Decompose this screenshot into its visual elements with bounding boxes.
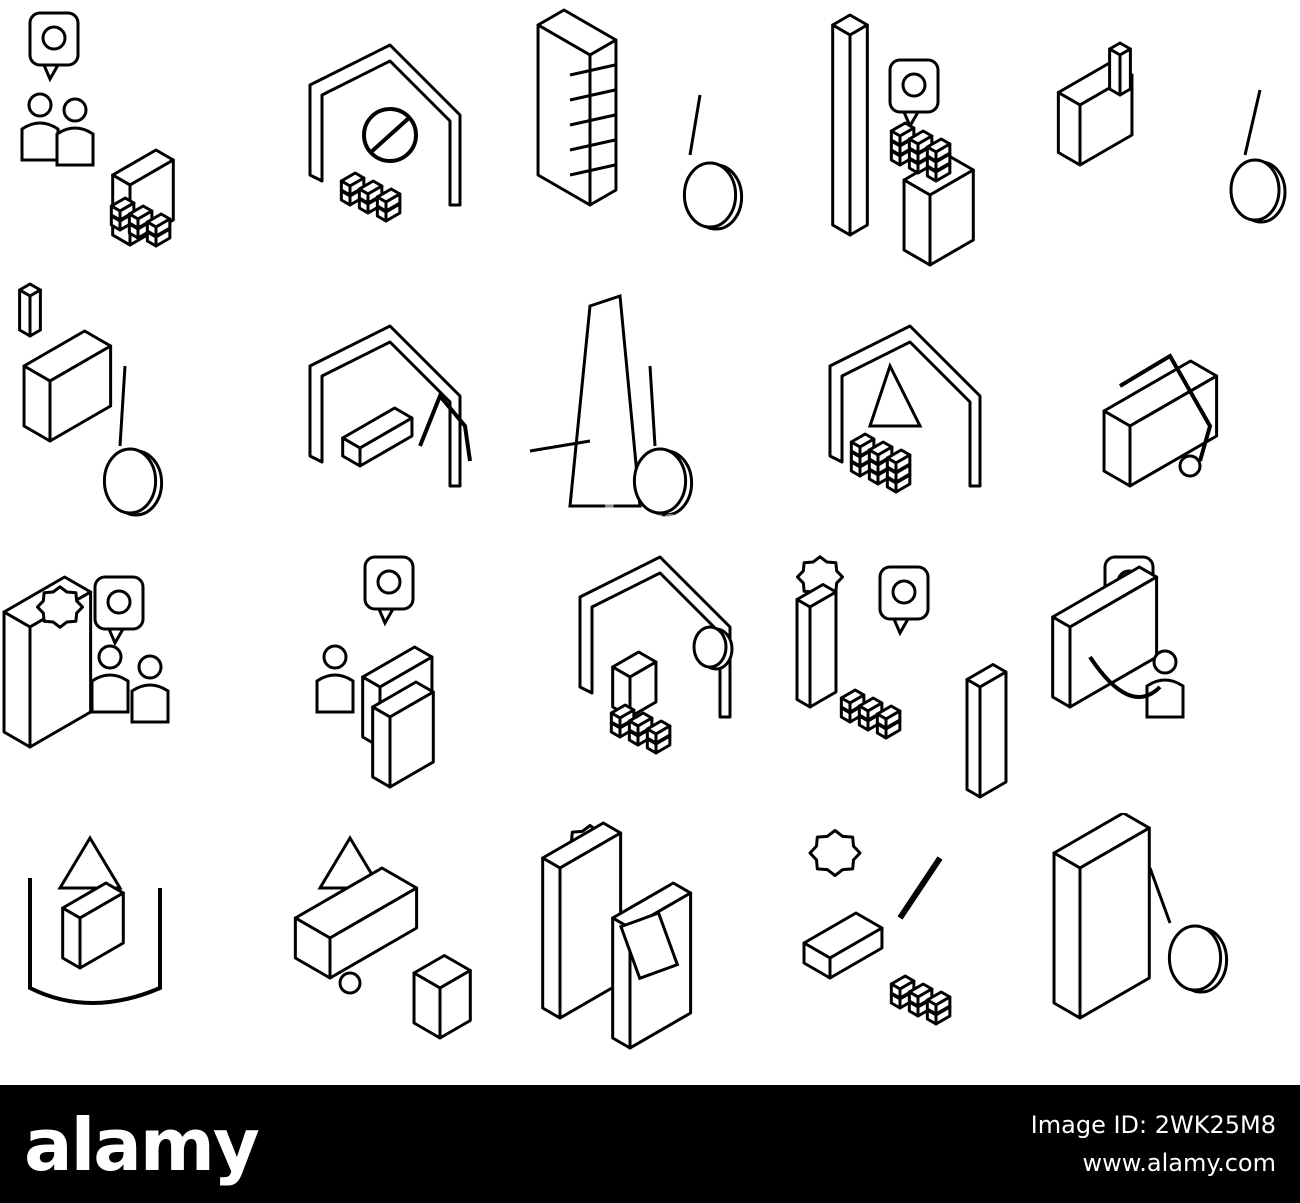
- gear-wall-wrecking-ball-icon-svg: [1052, 813, 1229, 1020]
- gear-brick-chisel-icon: [780, 813, 1040, 1084]
- footer-info: Image ID: 2WK25M8 www.alamy.com: [1031, 1111, 1276, 1177]
- image-id-label: Image ID: 2WK25M8: [1030, 1111, 1276, 1139]
- building-wrecking-ball-icon: [520, 0, 780, 271]
- site-url-link[interactable]: www.alamy.com: [1082, 1149, 1276, 1177]
- wall-worker-chat-icon: [780, 0, 1040, 271]
- house-excavator-icon: [260, 271, 520, 542]
- factory-wrecking-ball-icon-svg: [1056, 41, 1287, 224]
- house-interior-demolition-icon: [520, 542, 780, 813]
- house-prohibited-icon: [260, 0, 520, 271]
- workers-chat-demolition-icon-svg: [20, 11, 175, 248]
- house-excavator-icon-svg: [308, 324, 472, 488]
- factory-demolition-ball-icon-svg: [18, 282, 164, 517]
- gear-wall-tools-icon-svg: [541, 821, 693, 1050]
- gear-wall-tools-icon: [520, 813, 780, 1084]
- building-wrecking-ball-icon-svg: [536, 8, 744, 231]
- house-interior-demolition-icon-svg: [578, 555, 734, 755]
- factory-demolition-ball-icon: [0, 271, 260, 542]
- worker-wall-chat-icon-svg: [1051, 555, 1185, 719]
- factory-wrecking-ball-icon: [1040, 0, 1300, 271]
- warning-pit-icon-svg: [28, 835, 162, 1005]
- engineer-planning-icon: [0, 542, 260, 813]
- alamy-logo[interactable]: alamy: [24, 1103, 260, 1187]
- excavator-wall-icon-svg: [1102, 353, 1219, 488]
- medical-worker-icon: [260, 542, 520, 813]
- house-warning-bricks-icon: [780, 271, 1040, 542]
- wall-worker-chat-icon-svg: [831, 13, 975, 267]
- tanker-truck-warning-icon: [260, 813, 520, 1084]
- medical-worker-icon-svg: [315, 555, 435, 789]
- tanker-truck-warning-icon-svg: [293, 835, 472, 1040]
- chimney-wrecking-ball-icon: [520, 271, 780, 542]
- gear-wall-wrecking-ball-icon: [1040, 813, 1300, 1084]
- worker-wall-chat-icon: [1040, 542, 1300, 813]
- excavator-wall-icon: [1040, 271, 1300, 542]
- gear-wall-chat-icon-svg: [795, 555, 1008, 799]
- icon-grid: [0, 0, 1300, 1084]
- footer-bar: alamy Image ID: 2WK25M8 www.alamy.com: [0, 1085, 1300, 1203]
- engineer-planning-icon-svg: [2, 575, 170, 749]
- chimney-wrecking-ball-icon-svg: [529, 293, 694, 517]
- house-prohibited-icon-svg: [308, 43, 462, 223]
- house-warning-bricks-icon-svg: [828, 324, 982, 494]
- warning-pit-icon: [0, 813, 260, 1084]
- gear-brick-chisel-icon-svg: [802, 829, 952, 1026]
- gear-wall-chat-icon: [780, 542, 1040, 813]
- workers-chat-demolition-icon: [0, 0, 260, 271]
